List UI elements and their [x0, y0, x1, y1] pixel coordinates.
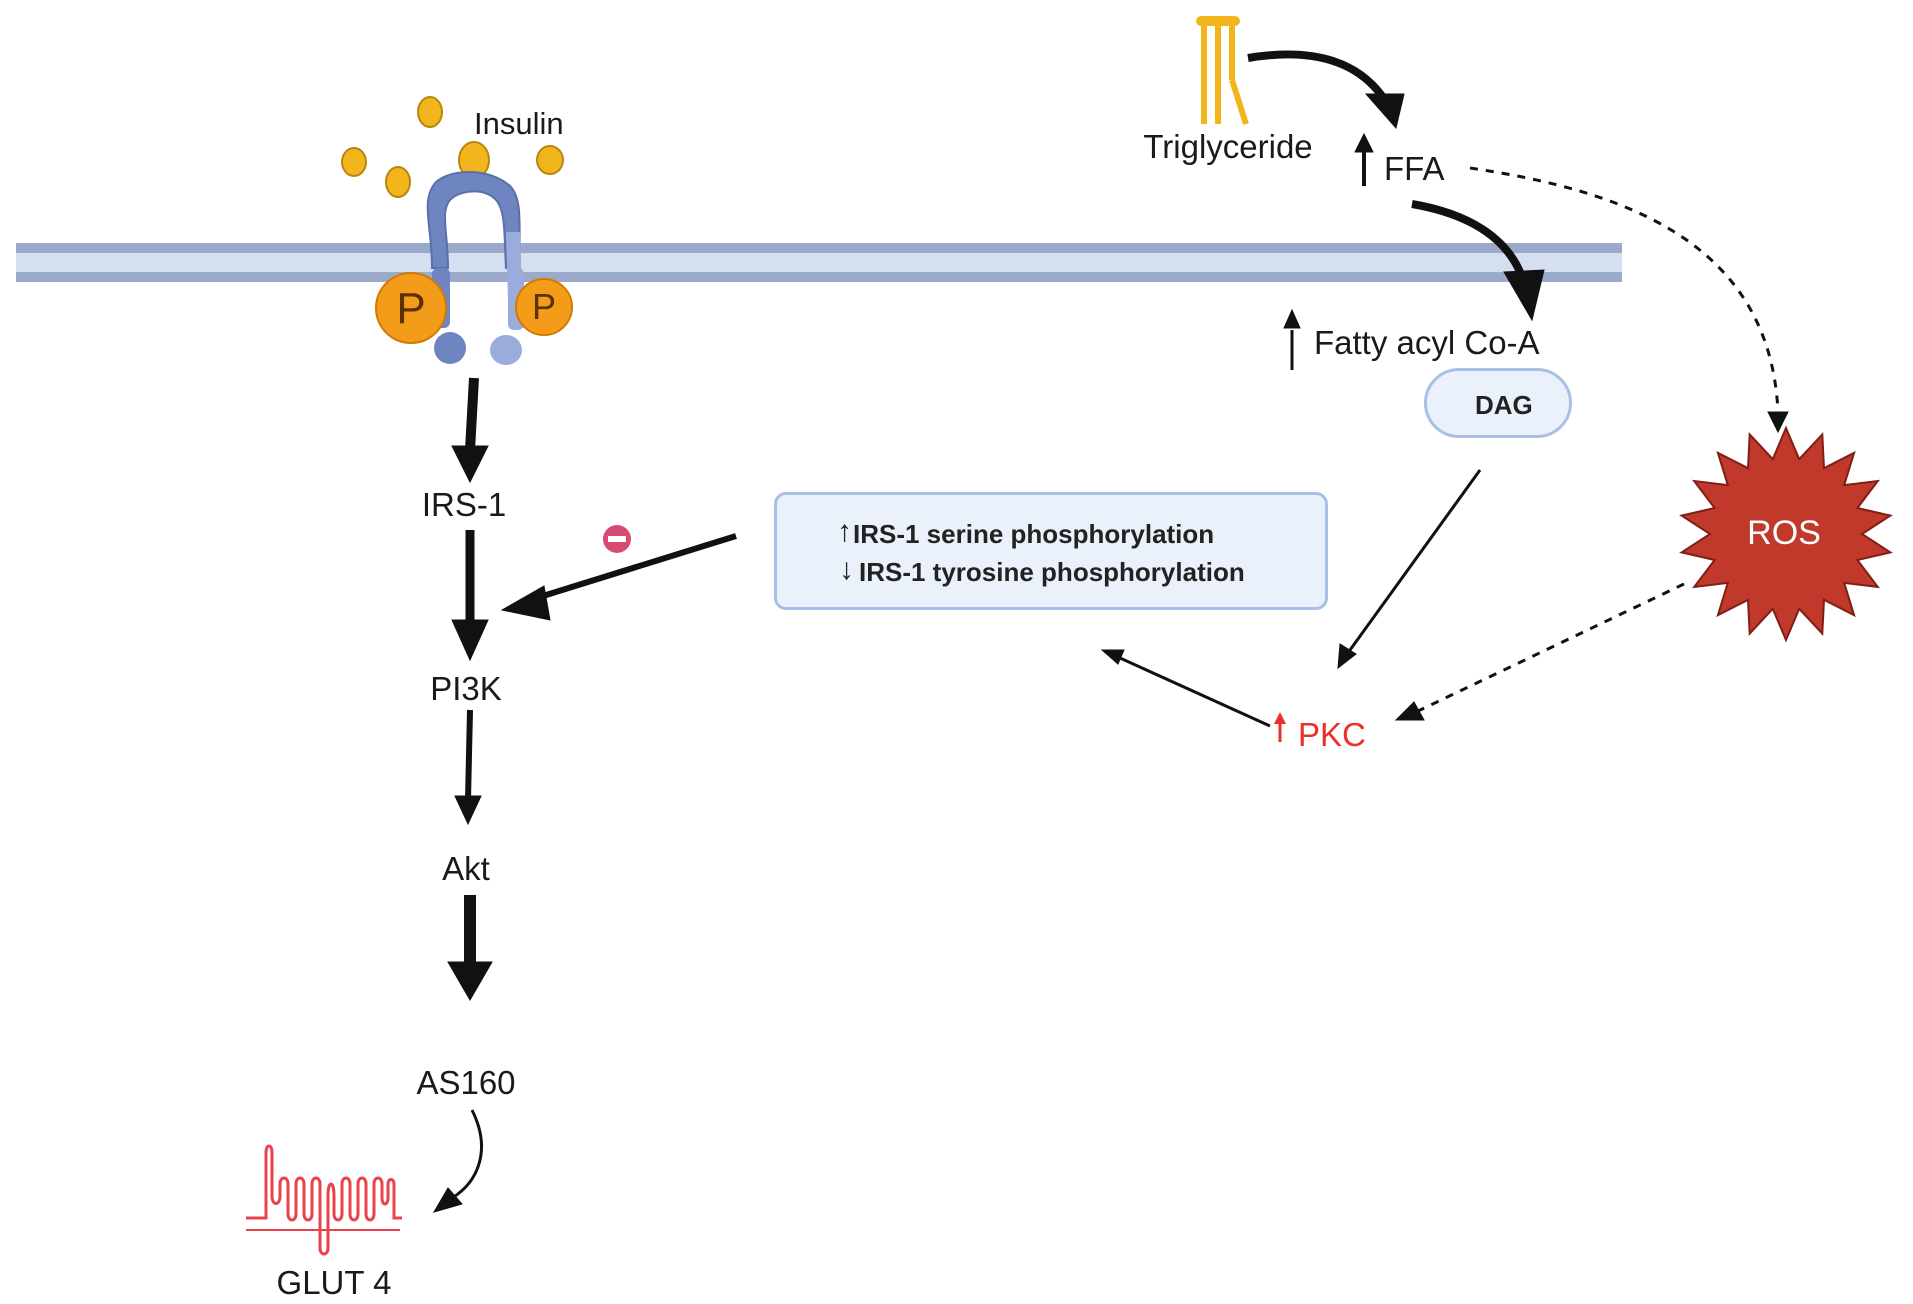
up-arrow-icon: ↑ [837, 515, 852, 548]
fatty-acyl-label: Fatty acyl Co-A [1314, 324, 1540, 361]
insulin-molecules [341, 96, 564, 198]
tyrosine-phosphorylation-line: ↓ IRS-1 tyrosine phosphorylation [839, 553, 1245, 588]
serine-phosphorylation-line: ↑ IRS-1 serine phosphorylation [837, 515, 1215, 550]
triglyceride-molecule [1196, 16, 1249, 125]
serine-phosphorylation-text: IRS-1 serine phosphorylation [853, 519, 1215, 549]
inhibition-icon [603, 525, 631, 553]
irs1-label: IRS-1 [421, 486, 507, 523]
pkc-label: PKC [1298, 716, 1366, 753]
dashed-arrows [1394, 166, 1789, 721]
akt-label: Akt [442, 850, 490, 887]
dag-pill: DAG [1424, 368, 1572, 438]
dag-label: DAG [1475, 390, 1533, 420]
tyrosine-phosphorylation-text: IRS-1 tyrosine phosphorylation [859, 557, 1245, 587]
phosphate-right [515, 278, 573, 336]
pathway-arrows [432, 377, 493, 1213]
glut4-transporter [246, 1144, 402, 1256]
irs1-phosphorylation-box: ↑ IRS-1 serine phosphorylation ↓ IRS-1 t… [774, 492, 1328, 610]
lipid-arrows [500, 50, 1545, 728]
down-arrow-icon: ↓ [839, 553, 854, 586]
as160-label: AS160 [416, 1064, 516, 1101]
insulin-label: Insulin [474, 106, 564, 141]
cell-membrane [16, 243, 1622, 282]
ros-starburst [1679, 425, 1893, 643]
phosphate-left [375, 272, 447, 344]
pi3k-label: PI3K [430, 670, 502, 707]
up-arrow-pkc-icon [1274, 712, 1286, 742]
phospho-left-label: P [396, 284, 426, 333]
ffa-label: FFA [1384, 150, 1445, 187]
triglyceride-label: Triglyceride [1143, 128, 1313, 165]
phospho-right-label: P [531, 286, 557, 327]
glut4-label: GLUT 4 [276, 1264, 392, 1301]
ros-label: ROS [1747, 514, 1821, 552]
